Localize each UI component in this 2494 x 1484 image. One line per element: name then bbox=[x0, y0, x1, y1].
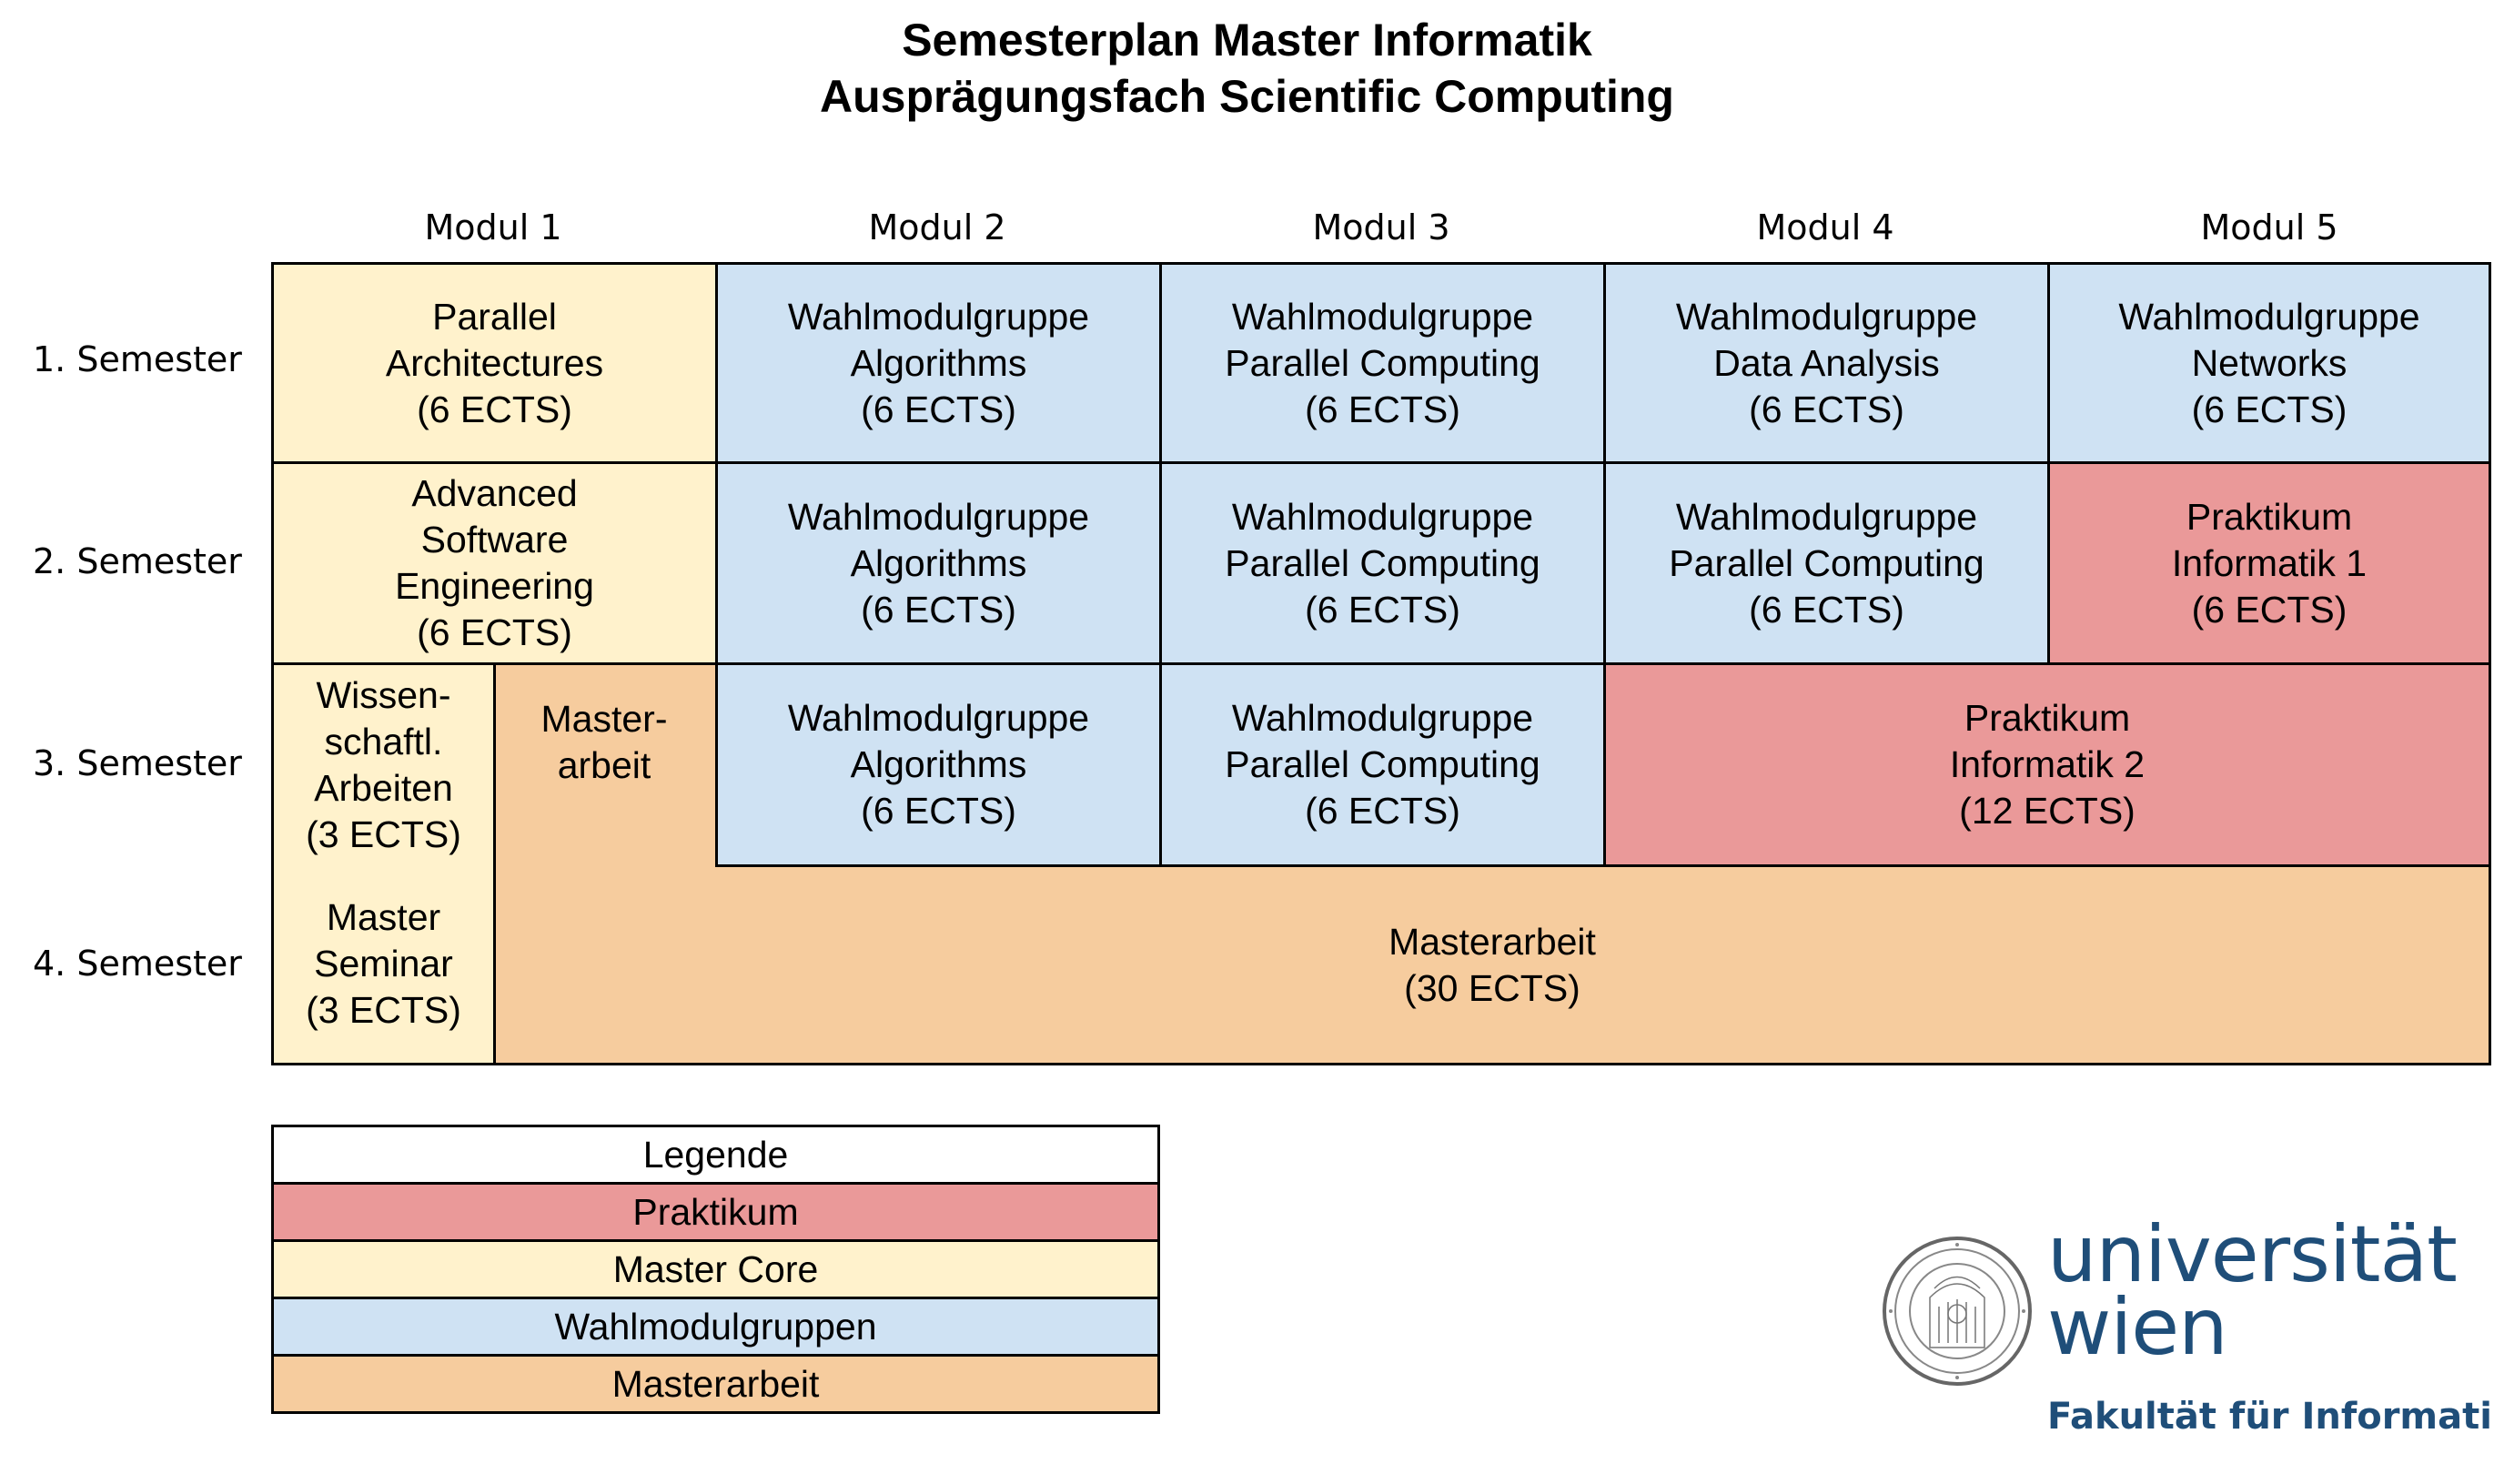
column-header-modul-4: Modul 4 bbox=[1756, 207, 1894, 247]
row-header-semester-2: 2. Semester bbox=[33, 541, 242, 581]
course-cell-advanced-software-engineering: Advanced Software Engineering (6 ECTS) bbox=[271, 461, 718, 665]
course-cell-line: (6 ECTS) bbox=[417, 388, 572, 430]
row-header-semester-3: 3. Semester bbox=[33, 743, 242, 783]
course-cell-line: (6 ECTS) bbox=[1305, 388, 1460, 430]
course-cell-line: Arbeiten bbox=[314, 767, 453, 809]
course-cell-wahl-parallel-computing-s3: Wahlmodulgruppe Parallel Computing (6 EC… bbox=[1159, 662, 1606, 867]
course-cell-line: (6 ECTS) bbox=[2191, 388, 2348, 430]
course-cell-line: Wahlmodulgruppe bbox=[1231, 495, 1534, 538]
column-header-modul-3: Modul 3 bbox=[1312, 207, 1450, 247]
course-cell-line: schaftl. bbox=[324, 721, 443, 762]
course-cell-line: (30 ECTS) bbox=[1404, 966, 1580, 1009]
course-cell-line: Advanced bbox=[411, 472, 578, 514]
page-title-line-2: Ausprägungsfach Scientific Computing bbox=[820, 71, 1674, 122]
legend-heading: Legende bbox=[271, 1125, 1160, 1185]
course-cell-line: (6 ECTS) bbox=[861, 790, 1016, 832]
course-cell-masterarbeit-short: Master- arbeit bbox=[496, 665, 712, 820]
university-seal-icon bbox=[1883, 1237, 2032, 1386]
course-cell-line: Parallel Computing bbox=[1225, 541, 1540, 584]
course-cell-line: (6 ECTS) bbox=[1749, 388, 1904, 430]
course-cell-line: Parallel Computing bbox=[1669, 541, 1984, 584]
course-cell-wahl-algorithms-s3: Wahlmodulgruppe Algorithms (6 ECTS) bbox=[715, 662, 1162, 867]
course-cell-line: (6 ECTS) bbox=[1749, 588, 1904, 631]
row-header-semester-4: 4. Semester bbox=[33, 944, 242, 984]
course-cell-line: Parallel Computing bbox=[1225, 341, 1540, 384]
course-cell-line: Praktikum bbox=[2186, 495, 2353, 538]
course-cell-wahl-algorithms-s1: Wahlmodulgruppe Algorithms (6 ECTS) bbox=[715, 262, 1162, 464]
course-cell-line: Software bbox=[420, 519, 569, 560]
course-cell-wahl-parallel-computing-s1: Wahlmodulgruppe Parallel Computing (6 EC… bbox=[1159, 262, 1606, 464]
course-cell-line: Data Analysis bbox=[1713, 341, 1940, 384]
course-cell-wahl-algorithms-s2: Wahlmodulgruppe Algorithms (6 ECTS) bbox=[715, 461, 1162, 665]
course-cell-line: Wahlmodulgruppe bbox=[1675, 295, 1978, 338]
course-cell-line: Masterarbeit bbox=[1388, 920, 1596, 963]
legend-item-praktikum: Praktikum bbox=[271, 1182, 1160, 1242]
legend-item-wahlmodulgruppen: Wahlmodulgruppen bbox=[271, 1297, 1160, 1357]
course-cell-line: Wissen- bbox=[316, 674, 451, 716]
course-cell-line: Engineering bbox=[395, 565, 594, 607]
course-cell-line: Master- bbox=[540, 698, 668, 740]
course-cell-line: Architectures bbox=[385, 341, 604, 384]
course-cell-line: Wahlmodulgruppe bbox=[1231, 697, 1534, 739]
course-cell-praktikum-informatik-2: Praktikum Informatik 2 (12 ECTS) bbox=[1603, 662, 2491, 867]
course-cell-line: (3 ECTS) bbox=[306, 989, 461, 1031]
course-cell-masterarbeit-30-ects: Masterarbeit (30 ECTS) bbox=[496, 867, 2489, 1063]
course-cell-line: Algorithms bbox=[850, 743, 1027, 785]
course-cell-line: Wahlmodulgruppe bbox=[2118, 295, 2420, 338]
course-cell-line: Wahlmodulgruppe bbox=[1231, 295, 1534, 338]
page-title-line-1: Semesterplan Master Informatik bbox=[902, 15, 1592, 66]
legend-item-master-core: Master Core bbox=[271, 1239, 1160, 1299]
course-cell-line: (3 ECTS) bbox=[306, 813, 461, 855]
column-header-modul-5: Modul 5 bbox=[2200, 207, 2338, 247]
column-header-modul-1: Modul 1 bbox=[424, 207, 562, 247]
course-cell-line: Algorithms bbox=[850, 341, 1027, 384]
faculty-name: Fakultät für Informatik bbox=[2047, 1396, 2494, 1438]
course-cell-master-seminar: Master Seminar (3 ECTS) bbox=[274, 865, 493, 1063]
course-cell-line: (6 ECTS) bbox=[861, 388, 1016, 430]
column-header-modul-2: Modul 2 bbox=[868, 207, 1006, 247]
course-cell-line: (6 ECTS) bbox=[1305, 588, 1460, 631]
course-cell-line: Networks bbox=[2191, 341, 2348, 384]
course-cell-line: Wahlmodulgruppe bbox=[1675, 495, 1978, 538]
course-cell-wissenschaftl-arbeiten: Wissen- schaftl. Arbeiten (3 ECTS) bbox=[274, 665, 493, 865]
course-cell-line: (6 ECTS) bbox=[1305, 790, 1460, 832]
logo-wordmark-line-2: wien bbox=[2047, 1282, 2228, 1373]
logo-wordmark-line-1: universität bbox=[2047, 1209, 2458, 1300]
course-cell-line: arbeit bbox=[557, 744, 651, 786]
course-cell-praktikum-informatik-1: Praktikum Informatik 1 (6 ECTS) bbox=[2047, 461, 2491, 665]
course-cell-line: Wahlmodulgruppe bbox=[787, 697, 1090, 739]
course-cell-parallel-architectures: Parallel Architectures (6 ECTS) bbox=[271, 262, 718, 464]
course-cell-line: Praktikum bbox=[1964, 697, 2131, 739]
course-cell-line: Informatik 1 bbox=[2171, 541, 2368, 584]
course-cell-line: (6 ECTS) bbox=[2191, 588, 2348, 631]
course-cell-line: Parallel Computing bbox=[1225, 743, 1540, 785]
course-cell-line: (6 ECTS) bbox=[861, 588, 1016, 631]
course-cell-wahl-data-analysis-s1: Wahlmodulgruppe Data Analysis (6 ECTS) bbox=[1603, 262, 2050, 464]
course-cell-wahl-parallel-computing-s2a: Wahlmodulgruppe Parallel Computing (6 EC… bbox=[1159, 461, 1606, 665]
course-cell-line: Algorithms bbox=[850, 541, 1027, 584]
legend-item-masterarbeit: Masterarbeit bbox=[271, 1354, 1160, 1414]
course-cell-line: (6 ECTS) bbox=[417, 611, 572, 653]
course-cell-line: Parallel bbox=[432, 295, 557, 338]
course-cell-line: Master bbox=[326, 896, 441, 938]
course-cell-wahl-networks-s1: Wahlmodulgruppe Networks (6 ECTS) bbox=[2047, 262, 2491, 464]
course-cell-line: Informatik 2 bbox=[1949, 743, 2146, 785]
course-cell-line: Wahlmodulgruppe bbox=[787, 495, 1090, 538]
row-header-semester-1: 1. Semester bbox=[33, 339, 242, 379]
course-cell-line: Wahlmodulgruppe bbox=[787, 295, 1090, 338]
course-cell-wahl-parallel-computing-s2b: Wahlmodulgruppe Parallel Computing (6 EC… bbox=[1603, 461, 2050, 665]
course-cell-line: (12 ECTS) bbox=[1959, 790, 2136, 832]
course-cell-line: Seminar bbox=[314, 943, 453, 984]
